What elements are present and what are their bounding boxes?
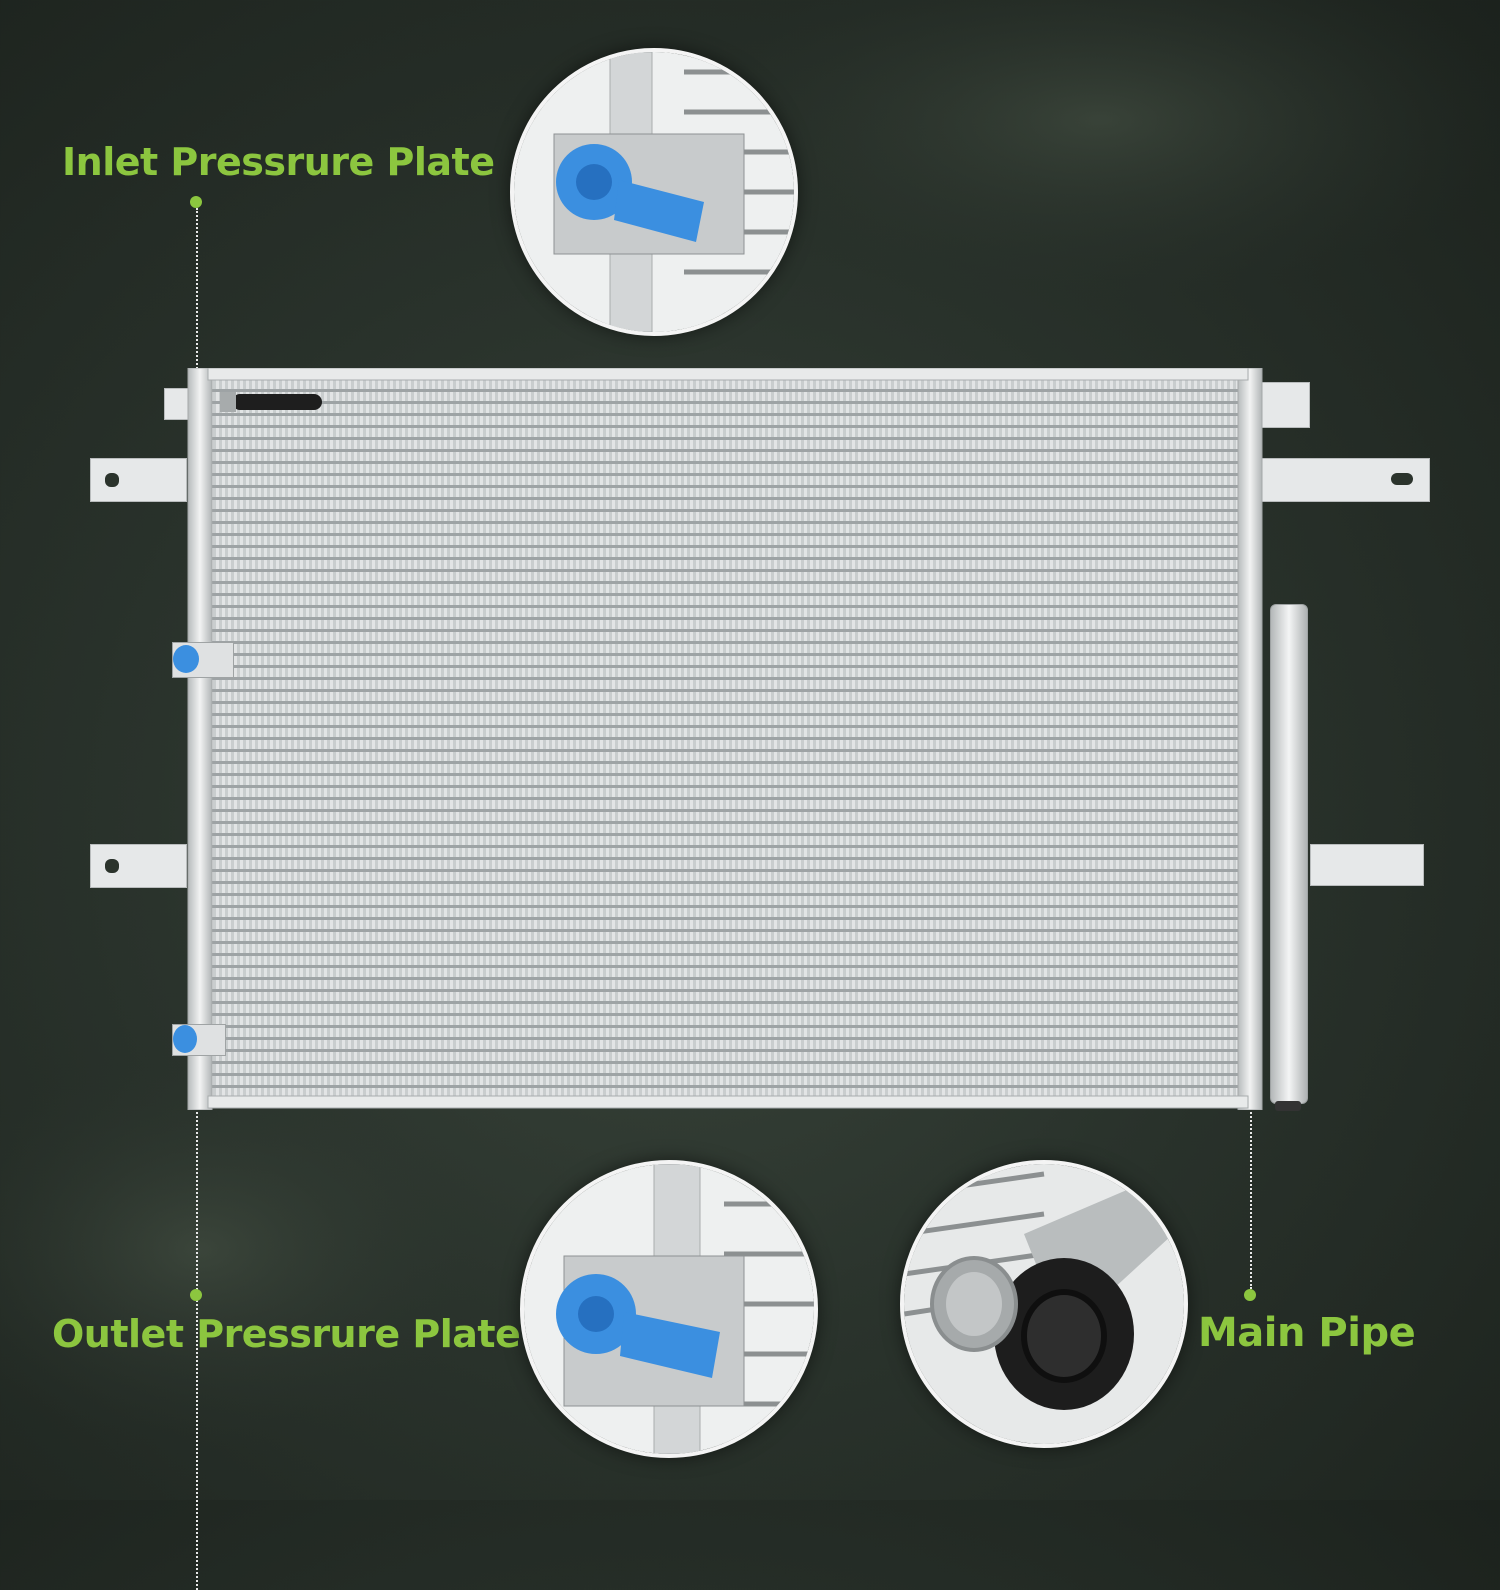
- bracket-hole: [1391, 473, 1413, 485]
- blue-cap-fitting-icon: [524, 1164, 814, 1454]
- outlet-dot: [190, 1289, 202, 1301]
- main-pipe-detail-circle: [900, 1160, 1188, 1448]
- bracket-bottom-right: [1310, 844, 1424, 886]
- pipe-end-icon: [904, 1164, 1184, 1444]
- receiver-drier-cap: [1275, 1101, 1301, 1111]
- bracket-hole: [105, 473, 119, 487]
- condenser: [90, 368, 1430, 1111]
- main-pipe-leader-line: [1250, 1009, 1252, 1289]
- inlet-detail-circle: [510, 48, 798, 336]
- background-texture: [0, 0, 1500, 1450]
- outlet-blue-cap-icon: [173, 1025, 197, 1053]
- condenser-core: [187, 368, 1263, 1110]
- main-pipe-label: Main Pipe: [1198, 1310, 1416, 1356]
- inlet-blue-cap-icon: [173, 645, 199, 673]
- inlet-fitting: [172, 642, 234, 678]
- inlet-dot: [190, 196, 202, 208]
- bracket-top-left: [90, 458, 187, 502]
- bracket-top-right: [1260, 458, 1430, 502]
- outlet-fitting: [172, 1024, 226, 1056]
- outlet-leader-line: [196, 1045, 198, 1590]
- receiver-drier: [1270, 604, 1308, 1111]
- blue-cap-fitting-icon: [514, 52, 794, 332]
- bracket-bottom-left: [90, 844, 187, 888]
- outlet-pressure-plate-label: Outlet Pressrure Plate: [52, 1312, 521, 1356]
- bracket-hole: [105, 859, 119, 873]
- main-pipe-dot: [1244, 1289, 1256, 1301]
- outlet-detail-circle: [520, 1160, 818, 1458]
- inlet-pressure-plate-label: Inlet Pressrure Plate: [62, 140, 495, 184]
